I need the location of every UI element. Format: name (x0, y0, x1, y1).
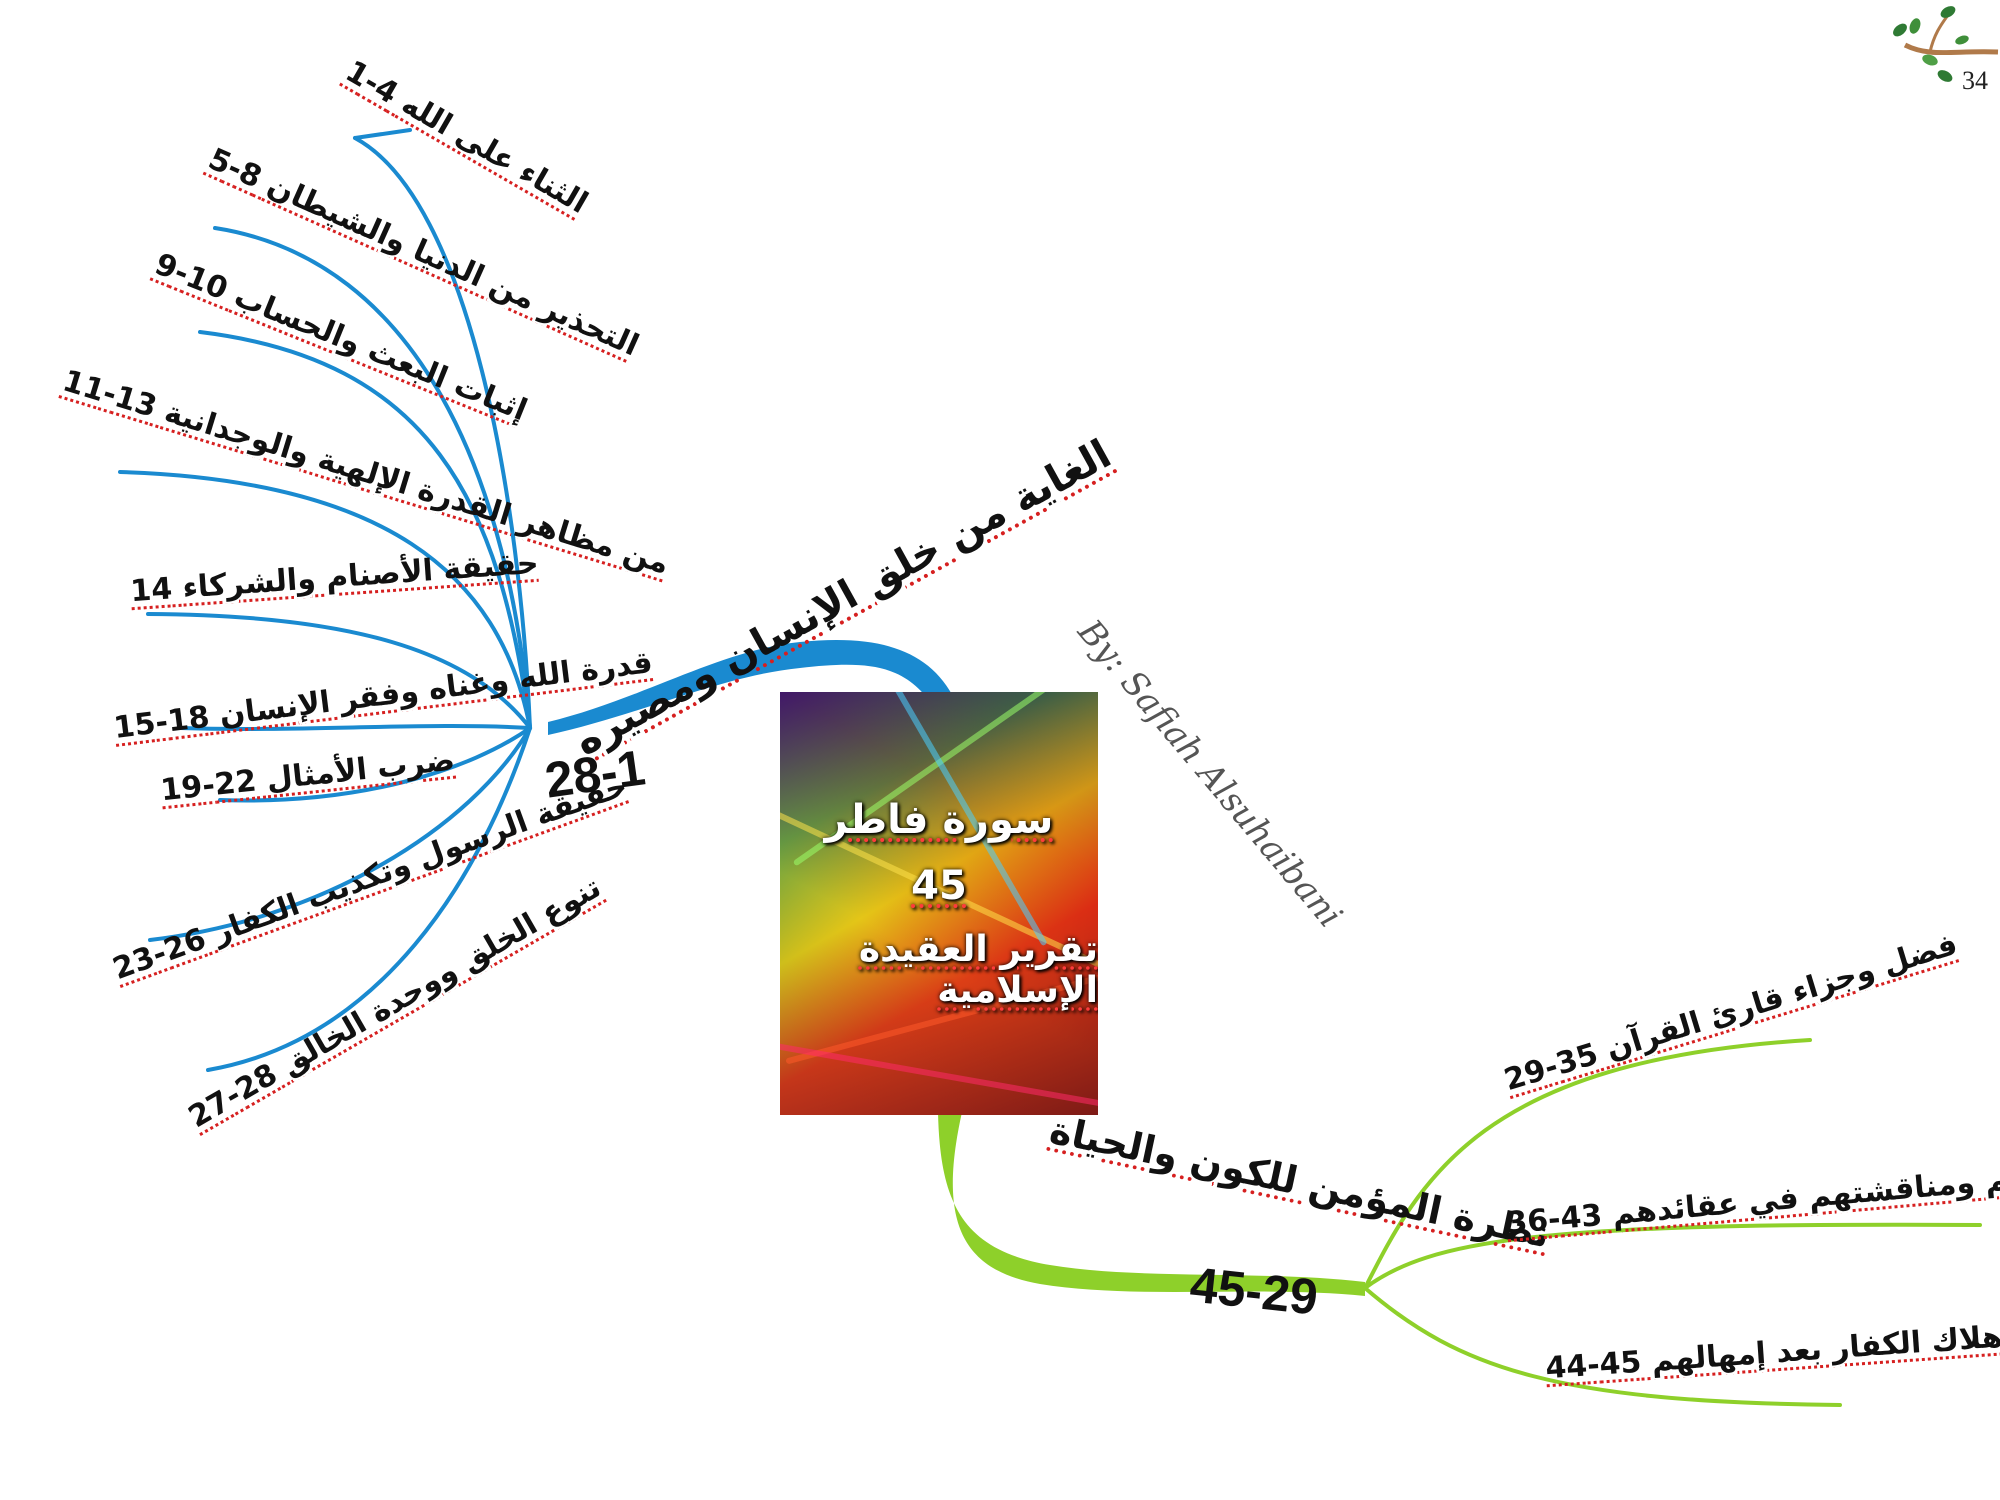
central-topic-texts: سورة فاطر 45 تقرير العقيدة الإسلامية (780, 692, 1098, 1115)
leaf-range: 14 (129, 571, 174, 610)
central-topic-card[interactable]: سورة فاطر 45 تقرير العقيدة الإسلامية (780, 692, 1098, 1115)
tree-branch-logo (1893, 6, 1999, 82)
right-leaf-connectors (1363, 1038, 1982, 1407)
verse-count: 45 (911, 862, 967, 909)
left-leaf-connectors (118, 128, 532, 1072)
page-number: 34 (1962, 66, 1988, 95)
leaf-range: 45-44 (1544, 1344, 1643, 1387)
surah-title: سورة فاطر (824, 796, 1054, 843)
surah-theme: تقرير العقيدة الإسلامية (858, 928, 1098, 1011)
left-main-branch (548, 640, 955, 735)
